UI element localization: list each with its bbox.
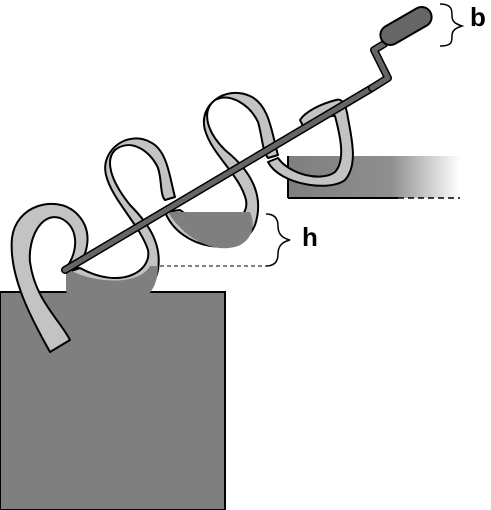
water-pocket-middle [168,212,253,249]
handle-label: b [470,2,486,32]
screw-shaft-fill [62,85,375,273]
crank-arm-fill [369,41,391,91]
crank-handle [368,6,433,92]
handle-brace [439,3,465,47]
trapped-water [66,212,253,306]
height-brace [265,213,291,267]
crank-grip [379,6,433,46]
height-label: h [302,222,318,252]
lower-water-tank [0,291,226,510]
water-pocket-bottom [66,266,158,306]
